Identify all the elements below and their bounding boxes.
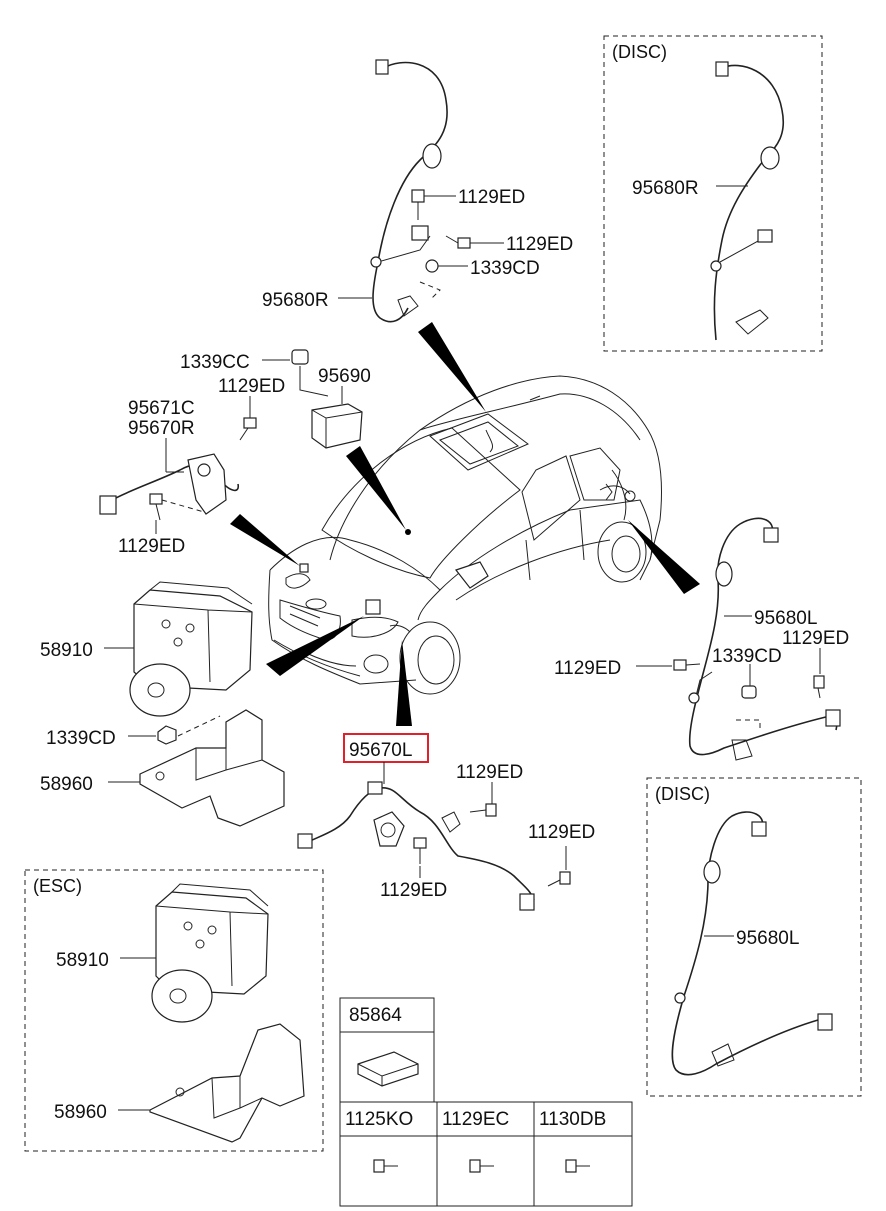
label-58960-esc: 58960	[54, 1102, 107, 1123]
sensor-bracket-icon	[187, 453, 227, 515]
yaw-sensor-assembly: 1339CC 95690	[180, 349, 371, 449]
label-58910-esc: 58910	[56, 950, 109, 971]
bracket-icon	[139, 709, 285, 827]
label-1129ED-top-2: 1129ED	[506, 234, 573, 255]
table-col-1129EC: 1129EC	[442, 1109, 509, 1130]
nut-icon	[425, 259, 439, 273]
pointer-arrow	[230, 514, 300, 566]
bolt-icon	[239, 417, 257, 441]
esc-box: (ESC) 58910 58960	[24, 869, 324, 1152]
sensor-95680L-assembly: 95680L 1129ED 1339CD 1129ED	[554, 517, 849, 761]
label-95670L-highlighted[interactable]: 95670L	[349, 740, 412, 761]
label-95680L: 95680L	[754, 608, 817, 629]
nut-icon	[157, 725, 177, 745]
grommet-icon	[703, 860, 721, 884]
pointer-arrow	[628, 520, 700, 594]
label-95670R: 95670R	[128, 418, 195, 439]
bolt-icon	[373, 1159, 398, 1173]
disc-box-bottom: (DISC) 95680L	[646, 777, 862, 1097]
connector-icon	[715, 61, 729, 77]
yaw-sensor-icon	[311, 403, 363, 449]
label-1129ED-top-1: 1129ED	[458, 187, 525, 208]
connector-icon	[375, 59, 389, 75]
bolt-icon	[413, 837, 427, 864]
label-1129ED-right-2: 1129ED	[782, 628, 849, 649]
label-95671C: 95671C	[128, 398, 195, 419]
sensor-95670L-assembly: 95670L 1129ED 1129ED 1129ED	[297, 733, 595, 911]
highlight-box	[343, 733, 429, 763]
table-col-1125KO: 1125KO	[345, 1109, 413, 1130]
bolt-icon	[673, 659, 701, 671]
disc-box-top-title: (DISC)	[612, 42, 667, 62]
table-col-1130DB: 1130DB	[539, 1109, 606, 1130]
esc-bracket-icon	[149, 1023, 305, 1143]
label-1129ED-left-upper: 1129ED	[218, 376, 285, 397]
bolt-icon	[469, 803, 497, 817]
label-1339CC: 1339CC	[180, 352, 250, 373]
bolt-icon	[411, 189, 425, 220]
parts-table: 85864 1125KO 1129EC 1130DB	[339, 997, 633, 1207]
disc-bottom-part-label: 95680L	[736, 928, 799, 949]
label-1129ED-right-1: 1129ED	[554, 658, 621, 679]
bolt-icon	[565, 1159, 590, 1173]
hecu-assembly: 58910	[40, 581, 253, 717]
pointer-arrow	[396, 640, 412, 726]
label-1339CD-top: 1339CD	[470, 258, 540, 279]
label-95680R-top: 95680R	[262, 290, 329, 311]
connector-icon	[763, 527, 779, 543]
label-1339CD-bracket: 1339CD	[46, 728, 116, 749]
nut-icon	[291, 349, 309, 365]
bolt-icon	[445, 235, 471, 249]
label-1129ED-left-lower: 1129ED	[118, 536, 185, 557]
esc-box-title: (ESC)	[33, 876, 82, 896]
bolt-icon	[149, 493, 163, 521]
bracket-assembly: 1339CD 58960	[40, 709, 285, 827]
bolt-icon	[547, 871, 571, 887]
bolt-icon	[469, 1159, 494, 1173]
pointer-arrow	[418, 322, 486, 412]
disc-top-part-label: 95680R	[632, 178, 699, 199]
sensor-95680R-assembly: 1129ED 1129ED 1339CD 95680R	[262, 59, 573, 323]
label-58910: 58910	[40, 640, 93, 661]
disc-box-bottom-title: (DISC)	[655, 784, 710, 804]
sensor-bracket-icon	[373, 811, 405, 847]
disc-box-top: (DISC) 95680R	[603, 35, 823, 352]
table-header-85864: 85864	[349, 1005, 402, 1026]
label-58960: 58960	[40, 774, 93, 795]
label-1129ED-mid-3: 1129ED	[528, 822, 595, 843]
grommet-icon	[760, 146, 780, 170]
pointers	[230, 322, 700, 726]
pointer-arrow	[266, 616, 364, 676]
connector-icon	[99, 495, 117, 515]
grommet-icon	[422, 143, 442, 169]
nut-icon	[741, 685, 757, 699]
label-95690: 95690	[318, 366, 371, 387]
label-1129ED-mid-1: 1129ED	[456, 762, 523, 783]
label-1339CD-right: 1339CD	[712, 646, 782, 667]
connector-icon	[297, 833, 313, 849]
pad-icon	[357, 1051, 419, 1087]
grommet-icon	[715, 561, 733, 587]
pointer-arrow	[346, 446, 406, 530]
connector-icon	[751, 821, 767, 837]
car-illustration	[268, 375, 662, 695]
bolt-icon	[813, 675, 825, 699]
front-sensor-assembly: 1129ED 95671C 95670R 1129ED	[99, 376, 285, 557]
label-1129ED-mid-2: 1129ED	[380, 880, 447, 901]
